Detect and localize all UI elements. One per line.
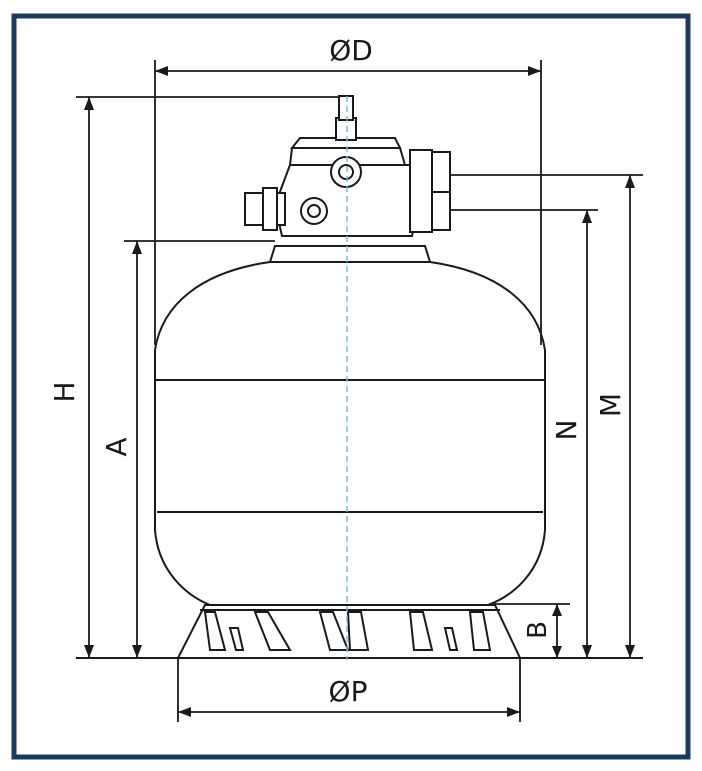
arrow-a-bottom [132, 645, 142, 658]
diagram-border [11, 13, 691, 760]
arrow-h-top [84, 97, 94, 110]
label-outlet-height: N [550, 420, 583, 441]
arrow-d-left [155, 66, 168, 76]
arrow-b-bottom [552, 646, 562, 658]
label-total-height: H [48, 381, 81, 402]
arrow-m-top [625, 175, 635, 188]
label-top-diameter: ØD [329, 34, 373, 67]
arrow-n-bottom [582, 645, 592, 658]
base-ribs [203, 611, 492, 651]
arrow-m-bottom [625, 645, 635, 658]
arrow-h-bottom [84, 645, 94, 658]
arrow-p-right [507, 707, 520, 717]
arrow-b-top [552, 604, 562, 616]
label-base-height: B [523, 621, 553, 639]
arrow-n-top [582, 210, 592, 223]
label-base-diameter: ØP [329, 675, 368, 708]
label-inlet-height: M [594, 393, 627, 417]
arrow-d-right [528, 66, 541, 76]
arrow-a-top [132, 241, 142, 254]
tank-body [154, 261, 546, 606]
tank-neck [268, 245, 432, 263]
arrow-p-left [178, 707, 191, 717]
label-body-height: A [100, 437, 133, 456]
